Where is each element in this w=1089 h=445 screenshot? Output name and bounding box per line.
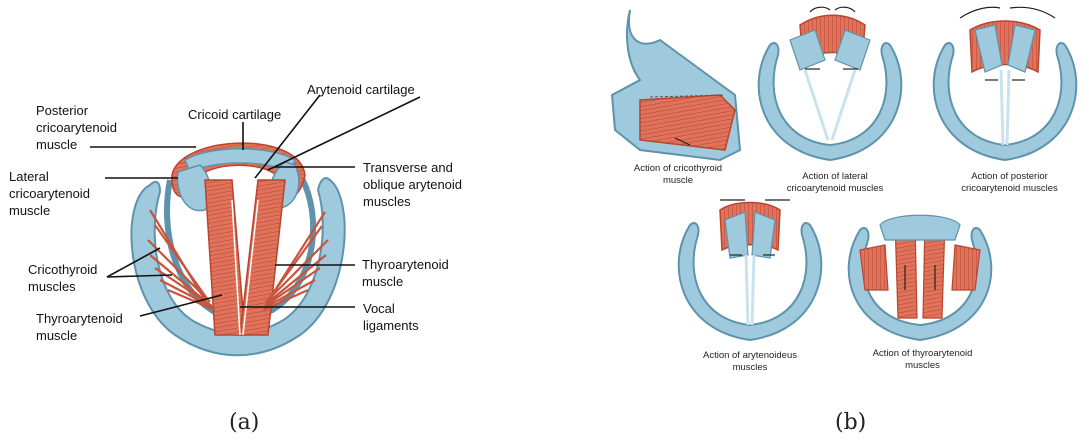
label-vocal-ligaments: Vocal ligaments	[363, 300, 419, 334]
label-thyroarytenoid-muscle-right: Thyroarytenoid muscle	[362, 256, 449, 290]
caption-thyroarytenoid-action: Action of thyroarytenoid muscles	[855, 348, 990, 372]
right-thyroarytenoid-muscle	[240, 180, 285, 335]
thyroarytenoid-diagram	[849, 215, 992, 340]
caption-posterior-cricoarytenoid-action: Action of posterior cricoarytenoid muscl…	[942, 171, 1077, 195]
caption-arytenoideus-action: Action of arytenoideus muscles	[685, 350, 815, 374]
panel-b-marker: (b)	[835, 410, 866, 435]
caption-lateral-cricoarytenoid-action: Action of lateral cricoarytenoid muscles	[770, 171, 900, 195]
label-thyroarytenoid-muscle-left: Thyroarytenoid muscle	[36, 310, 123, 344]
label-arytenoid-cartilage: Arytenoid cartilage	[307, 81, 415, 98]
label-transverse-oblique-arytenoid: Transverse and oblique arytenoid muscles	[363, 159, 462, 210]
label-lateral-cricoarytenoid-muscle: Lateral cricoarytenoid muscle	[9, 168, 90, 219]
cricothyroid-action-diagram	[612, 10, 740, 160]
caption-cricothyroid-action: Action of cricothyroid muscle	[618, 163, 738, 187]
lateral-cricoarytenoid-diagram	[759, 7, 902, 160]
label-cricothyroid-muscles: Cricothyroid muscles	[28, 261, 97, 295]
label-posterior-cricoarytenoid-muscle: Posterior cricoarytenoid muscle	[36, 102, 117, 153]
panel-a-marker: (a)	[229, 410, 259, 435]
posterior-cricoarytenoid-diagram	[934, 7, 1077, 160]
arytenoideus-diagram	[679, 200, 822, 340]
label-cricoid-cartilage: Cricoid cartilage	[188, 106, 281, 123]
